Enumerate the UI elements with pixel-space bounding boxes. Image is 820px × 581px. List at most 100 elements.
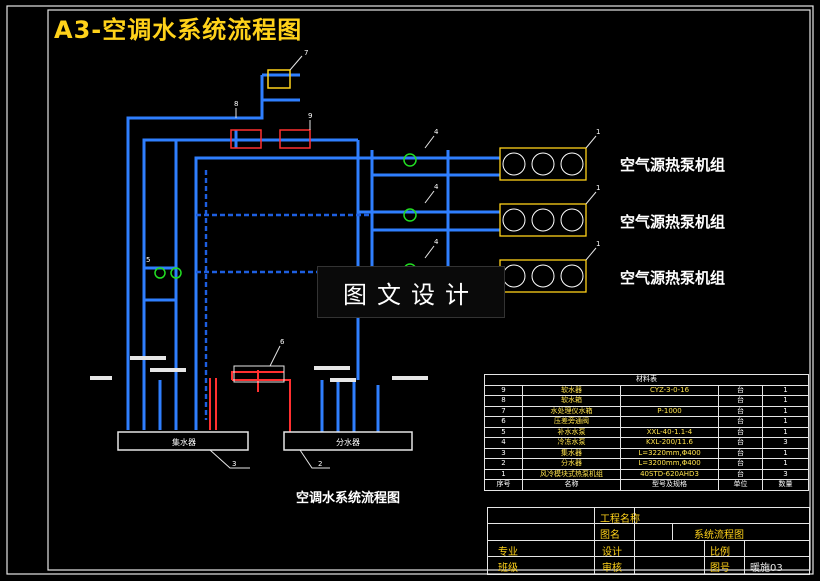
diagram-caption: 空调水系统流程图 [296,491,401,506]
collector-vessel [117,431,249,451]
materials-cell-unit: 台 [718,437,763,449]
tank-a-box [230,129,262,149]
materials-cell-model: 40STD-620AHD3 [620,468,719,480]
part-num-pump-bot: 4 [434,238,439,246]
part-num-pump-top: 4 [434,128,439,136]
top-unit-box [267,69,291,89]
materials-cell-name: 压差旁通阀 [522,416,621,428]
materials-cell-no: 3 [484,447,523,459]
materials-cell-name: 水处理仪水箱 [522,405,621,417]
part-number-labels: 1 1 1 4 4 4 3 2 5 8 9 7 6 [146,49,600,468]
part-num-collector: 3 [232,460,236,468]
materials-cell-no: 1 [484,468,523,480]
materials-cell-model: XXL-40-1.1-4 [620,426,719,438]
materials-cell-qty: 1 [761,447,810,459]
materials-cell-model: L=3220mm,Φ400 [620,447,719,459]
expansion-box [233,365,285,383]
drawing-title: A3-空调水系统流程图 [54,16,303,44]
part-num-tank-a: 8 [234,100,238,108]
collector-label: 集水器 [172,438,196,447]
materials-cell-qty: 1 [761,395,810,407]
distributor-vessel [283,431,413,451]
materials-cell-no: 5 [484,426,523,438]
materials-cell-qty: 1 [761,426,810,438]
materials-cell-model: CYZ-3-0-16 [620,384,719,396]
part-num-unit-1: 1 [596,128,600,136]
materials-cell-no: 9 [484,384,523,396]
part-num-tank-b: 9 [308,112,312,120]
materials-header-name: 名称 [522,479,621,491]
grade-label: 班级 [498,563,518,574]
vessel-tags [90,356,428,382]
materials-header-model: 型号及规格 [620,479,719,491]
heat-pump-label-3: 空气源热泵机组 [620,269,726,287]
heat-pump-units [499,147,587,293]
materials-cell-name: 冷冻水泵 [522,437,621,449]
materials-cell-no: 2 [484,458,523,470]
materials-cell-no: 7 [484,405,523,417]
tank-b-box [279,129,311,149]
leader-lines [209,55,597,469]
materials-cell-name: 软水箱 [522,395,621,407]
inner-frame [47,9,811,571]
review-label: 审核 [602,563,622,574]
materials-header-qty: 数量 [761,479,810,491]
watermark-overlay: 图文设计 [317,266,505,318]
sheet-label: 图号 [710,563,730,574]
materials-cell-name: 分水器 [522,458,621,470]
distributor-label: 分水器 [336,438,360,447]
materials-cell-model: KXL-200/11.6 [620,437,719,449]
materials-cell-unit: 台 [718,416,763,428]
materials-cell-name: 集水器 [522,447,621,459]
materials-cell-unit: 台 [718,384,763,396]
part-num-top-unit: 7 [304,49,308,57]
materials-table-caption: 材料表 [483,374,810,386]
materials-cell-name: 补水水泵 [522,426,621,438]
materials-cell-qty: 1 [761,384,810,396]
materials-cell-unit: 台 [718,458,763,470]
materials-cell-no: 4 [484,437,523,449]
materials-cell-model [620,395,719,407]
materials-cell-unit: 台 [718,395,763,407]
materials-header-unit: 单位 [718,479,763,491]
materials-cell-unit: 台 [718,405,763,417]
materials-cell-name: 软水器 [522,384,621,396]
materials-cell-model: L=3200mm,Φ400 [620,458,719,470]
materials-cell-name: 风冷模块式热泵机组 [522,468,621,480]
part-num-unit-2: 1 [596,184,600,192]
materials-cell-unit: 台 [718,447,763,459]
specialty-label: 专业 [498,547,518,558]
part-num-pump-mid: 4 [434,183,439,191]
part-num-pump-left: 5 [146,256,150,264]
red-lines [209,370,291,432]
drawing-label: 图名 [600,530,620,541]
part-num-distributor: 2 [318,460,322,468]
materials-table-header-row: 序号名称型号及规格单位数量 [484,479,810,491]
fan-circles [502,152,584,288]
materials-cell-no: 8 [484,395,523,407]
scale-label: 比例 [710,547,730,558]
materials-cell-qty: 3 [761,468,810,480]
part-num-expansion: 6 [280,338,285,346]
design-label: 设计 [602,547,622,558]
heat-pump-label-2: 空气源热泵机组 [620,213,726,231]
materials-cell-model [620,416,719,428]
heat-pump-label-1: 空气源热泵机组 [620,156,726,174]
materials-cell-qty: 1 [761,405,810,417]
materials-cell-qty: 1 [761,416,810,428]
project-label: 工程名称 [600,514,640,525]
materials-header-no: 序号 [484,479,523,491]
part-num-unit-3: 1 [596,240,600,248]
materials-cell-qty: 1 [761,458,810,470]
materials-cell-no: 6 [484,416,523,428]
materials-cell-model: P-1000 [620,405,719,417]
outer-frame [6,5,814,575]
